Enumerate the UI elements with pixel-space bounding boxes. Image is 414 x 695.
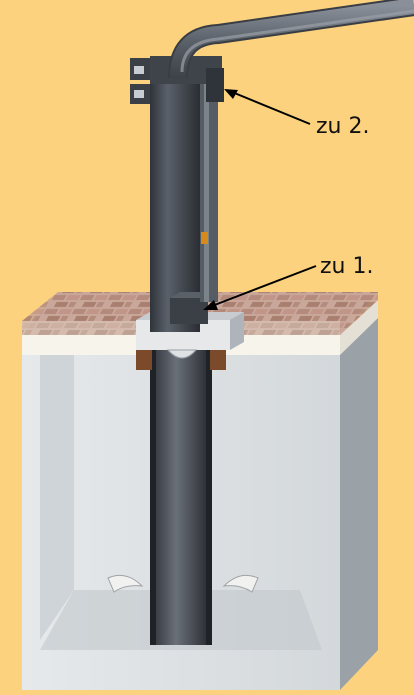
callout-arrow-1 [203,265,317,310]
orange-marker [201,232,208,244]
callout-arrow-2 [224,89,311,125]
base-collar [170,298,208,324]
callout-label-2: zu 2. [316,114,370,139]
main-pole [150,70,200,332]
top-clamp [130,56,224,104]
ground-sleeve [156,345,206,645]
cutaway-left-wall [40,352,74,640]
bedding-layer-side [340,300,378,355]
seal-left [136,348,152,370]
seal-right [210,348,226,370]
callout-label-1: zu 1. [320,254,374,279]
anchor-hooks [107,574,259,593]
foundation-side-face [340,300,378,690]
handrail [170,0,414,79]
